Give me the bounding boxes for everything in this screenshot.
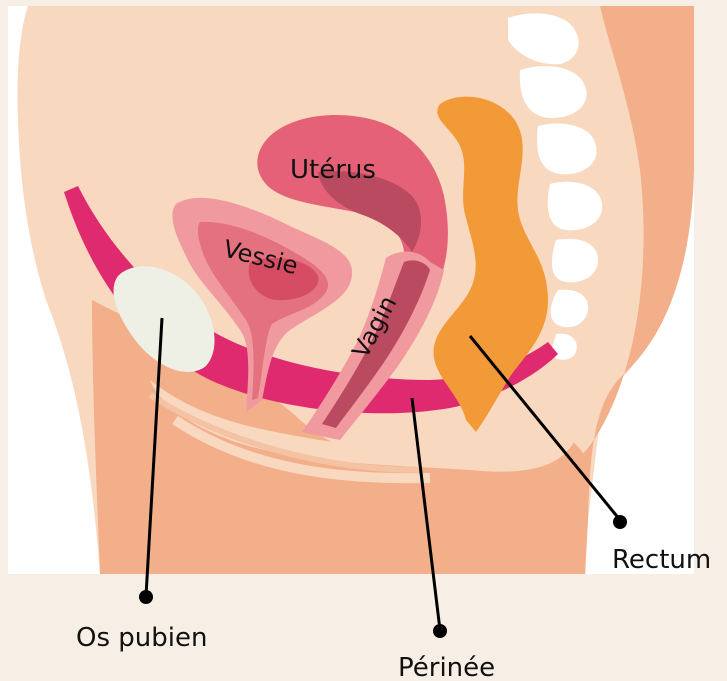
marker-dot-rectum [613, 515, 627, 529]
label-pubic-bone: Os pubien [76, 623, 207, 653]
label-rectum: Rectum [612, 545, 711, 575]
label-uterus: Utérus [290, 155, 376, 185]
marker-dot-pubic-bone [139, 590, 153, 604]
label-perineum: Périnée [398, 653, 495, 681]
marker-dot-perineum [433, 624, 447, 638]
